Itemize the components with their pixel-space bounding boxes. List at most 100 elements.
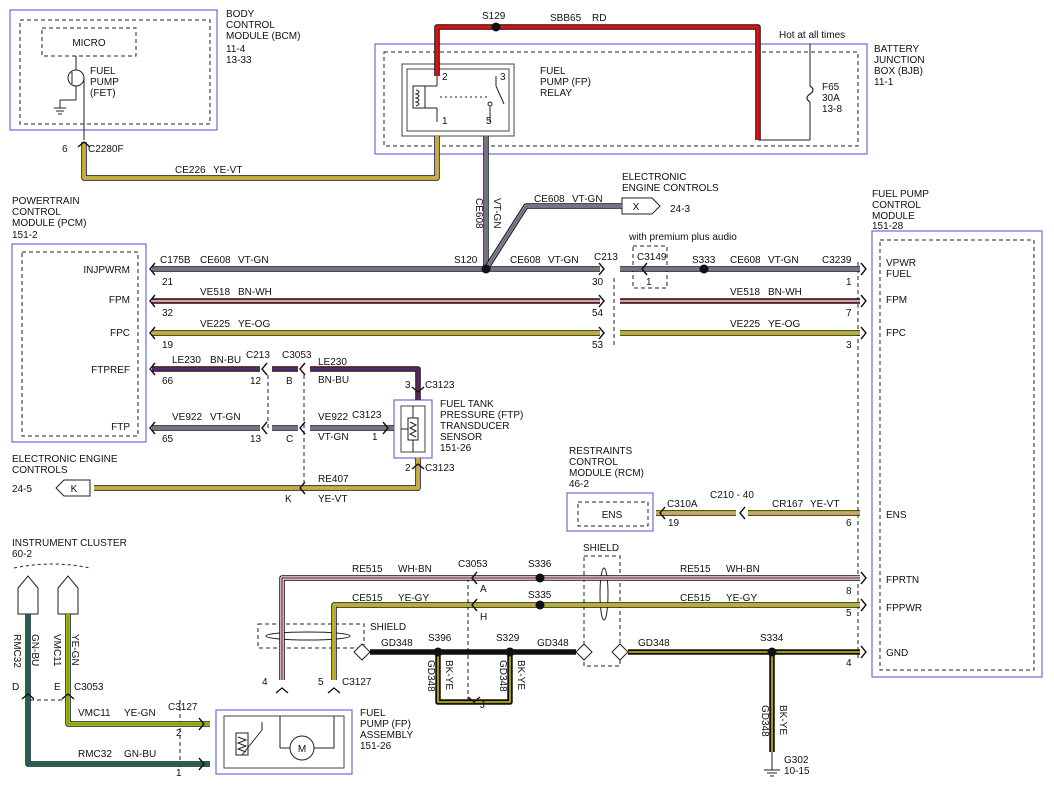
j-chev (467, 696, 481, 703)
lbl-c3053-mid: C3053 (282, 350, 312, 361)
lbl-ve518-b-color: BN-WH (768, 287, 802, 298)
pcm-name-3: MODULE (PCM) (12, 218, 86, 229)
ic-connector-vmc11-icon (57, 575, 79, 615)
fpcm-pin-vpwr: VPWR (886, 258, 916, 269)
pcm-conn-chevron-0 (149, 262, 156, 276)
c213-chev-a (598, 262, 605, 276)
relay-coil-icon (412, 76, 505, 122)
splice-diamond-right (611, 643, 629, 661)
splice-s396 (433, 647, 443, 657)
lbl-cr167: CR167 (772, 499, 804, 510)
lbl-pin6: 6 (62, 144, 68, 155)
lbl-rmc32-v: RMC32 (11, 634, 22, 668)
lbl-le230-b-color: BN-BU (318, 375, 349, 386)
lbl-ce608-diag: CE608 (534, 194, 565, 205)
shield-left-box (257, 623, 365, 649)
fpcm-pin-fprtn: FPRTN (886, 575, 919, 586)
c3127-chev-4 (275, 687, 289, 694)
fet-name-2: PUMP (90, 77, 119, 88)
c213-chev-c (598, 326, 605, 340)
relay-name-2: PUMP (FP) (540, 77, 591, 88)
lbl-ce515-b: CE515 (680, 593, 711, 604)
lbl-p12: 12 (250, 376, 262, 387)
c3053-chev-mid (299, 362, 306, 376)
fpa-ref: 151-26 (360, 741, 392, 752)
lbl-sbb65: SBB65 (550, 13, 582, 24)
fpa-sender-icon (235, 722, 263, 756)
lbl-le230-a: LE230 (172, 355, 201, 366)
lbl-ve518-a-color: BN-WH (238, 287, 272, 298)
fuse-label-1: F65 (822, 82, 840, 93)
rcm-inner (577, 501, 649, 527)
fet-name-1: FUEL (90, 66, 116, 77)
lbl-ce226: CE226 (175, 165, 206, 176)
c310a-chev (659, 506, 666, 520)
lbl-c213-top: C213 (594, 252, 618, 263)
lbl-c3053-low: C3053 (458, 559, 488, 570)
lbl-bkye-v2: BK-YE (515, 660, 526, 690)
lbl-ve518-a: VE518 (200, 287, 230, 298)
lbl-ce515-a-color: YE-GY (398, 593, 429, 604)
lbl-cr167-color: YE-VT (810, 499, 839, 510)
wire-ce226-stripe (83, 136, 438, 179)
lbl-fpa-pin5: 5 (318, 677, 324, 688)
ic-ref: 60-2 (12, 549, 32, 560)
ic-name: INSTRUMENT CLUSTER (12, 538, 127, 549)
splice-s336 (535, 573, 545, 583)
lbl-ftp-pin1: 1 (372, 432, 378, 443)
fpcm-pin-ens: ENS (886, 510, 907, 521)
lbl-s333: S333 (692, 255, 716, 266)
lbl-gd348-a: GD348 (381, 638, 413, 649)
lbl-p65: 65 (162, 434, 174, 445)
eec-left-name-2: CONTROLS (12, 465, 68, 476)
pcm-name-1: POWERTRAIN (12, 196, 80, 207)
lbl-p66: 66 (162, 376, 174, 387)
splice-s129 (491, 22, 501, 32)
pcm-pin-fpm: FPM (109, 295, 130, 306)
wire-re407 (94, 458, 420, 490)
fpa-name-2: PUMP (FP) (360, 719, 411, 730)
eec-top-conn: X (633, 202, 640, 213)
lbl-p7: 7 (846, 308, 852, 319)
fuse-label-3: 13-8 (822, 104, 842, 115)
c3053-chev-a (471, 571, 478, 585)
premium-audio-box (632, 245, 668, 289)
fpcm-conn-chevron-2 (860, 326, 867, 340)
c3127-chev-1 (198, 757, 205, 771)
c3053-chev-k (299, 481, 306, 495)
c213-chev-mid (261, 362, 268, 376)
ground-ref: 10-15 (784, 766, 810, 777)
lbl-c3127-right: C3127 (342, 677, 372, 688)
pcm-pin-fpc: FPC (110, 328, 130, 339)
rcm-name-1: RESTRAINTS (569, 446, 633, 457)
lbl-c175b: C175B (160, 255, 191, 266)
bjb-name-2: JUNCTION (874, 55, 925, 66)
lbl-ce608-a-color: VT-GN (238, 255, 269, 266)
lbl-c3123-mid: C3123 (352, 410, 382, 421)
lbl-re515-b-color: WH-BN (726, 564, 760, 575)
lbl-s334: S334 (760, 633, 784, 644)
wires (25, 24, 860, 767)
c3149-chev (641, 262, 648, 276)
lbl-p4-fpcm: 4 (846, 658, 852, 669)
micro-label: MICRO (72, 38, 106, 49)
lbl-p8: 8 (846, 586, 852, 597)
lbl-re407: RE407 (318, 474, 349, 485)
bcm-name-1: BODY (226, 9, 255, 20)
c3053-chev-d (21, 693, 35, 700)
lbl-ce608-a: CE608 (200, 255, 231, 266)
ground-name: G302 (784, 755, 809, 766)
lbl-fpa-pin4: 4 (262, 677, 268, 688)
lbl-c3123-top: C3123 (425, 380, 455, 391)
lbl-ve922-b: VE922 (318, 412, 348, 423)
lbl-cr167-pin: 6 (846, 518, 852, 529)
splice-s335 (535, 600, 545, 610)
fpcm-conn-chevron-5 (860, 645, 867, 659)
lbl-gd348-v2: GD348 (497, 660, 508, 692)
lbl-pH: H (480, 612, 487, 623)
c3127-chev-2 (198, 717, 205, 731)
lbl-ce608-vert-color: VT-GN (491, 198, 502, 229)
wire-le230-c-stripe (310, 368, 419, 400)
c3053-chev-h (471, 598, 478, 612)
fpcm-ref: 151-28 (872, 221, 904, 232)
